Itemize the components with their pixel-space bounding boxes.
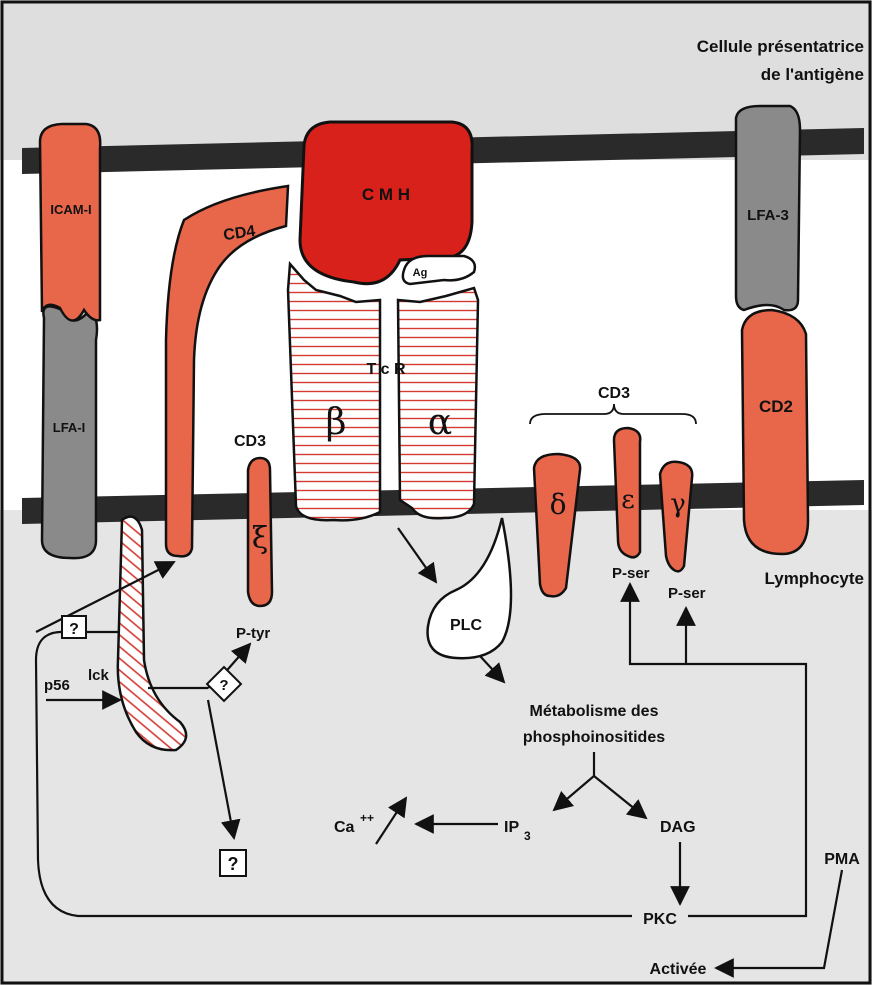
cd3-right-label: CD3	[598, 385, 630, 402]
lfa3-label: LFA-3	[747, 207, 789, 224]
tcr-label: T c R	[366, 361, 406, 378]
lymphocyte-label: Lymphocyte	[764, 569, 864, 588]
question-mark-2: ?	[219, 677, 228, 694]
cd2-molecule	[742, 310, 808, 554]
ag-label: Ag	[413, 267, 428, 279]
lfa1-label: LFA-I	[53, 420, 86, 435]
pser1-label: P-ser	[612, 565, 650, 582]
cmh-label: C M H	[362, 185, 410, 204]
epsilon-label: ε	[621, 485, 634, 515]
lck-label: lck	[88, 667, 110, 684]
cd3-left-label: CD3	[234, 433, 266, 450]
alpha-label: α	[428, 402, 452, 443]
ip3-subscript: 3	[524, 829, 531, 843]
question-mark-1: ?	[69, 621, 79, 638]
gamma-label: γ	[670, 489, 686, 519]
activee-label: Activée	[650, 961, 707, 978]
metabolism-label-line1: Métabolisme des	[530, 703, 659, 720]
metabolism-label-line2: phosphoinositides	[523, 729, 665, 746]
ca-superscript: ++	[360, 811, 374, 825]
beta-label: β	[326, 402, 347, 443]
pkc-label: PKC	[643, 911, 677, 928]
icam1-label: ICAM-I	[50, 202, 91, 217]
cd2-label: CD2	[759, 397, 793, 416]
apc-label-line1: Cellule présentatrice	[697, 37, 864, 56]
plc-label: PLC	[450, 617, 482, 634]
pma-label: PMA	[824, 851, 860, 868]
dag-label: DAG	[660, 819, 696, 836]
pser2-label: P-ser	[668, 585, 706, 602]
ip3-label: IP	[504, 819, 519, 836]
ca-label: Ca	[334, 819, 355, 836]
ptyr-label: P-tyr	[236, 625, 270, 642]
xi-label: ξ	[252, 521, 269, 556]
apc-label-line2: de l'antigène	[761, 65, 864, 84]
tcr-beta-chain	[288, 264, 380, 520]
p56-label: p56	[44, 677, 70, 694]
question-mark-3: ?	[228, 854, 239, 874]
delta-label: δ	[550, 488, 567, 521]
icam1-molecule	[40, 124, 100, 321]
